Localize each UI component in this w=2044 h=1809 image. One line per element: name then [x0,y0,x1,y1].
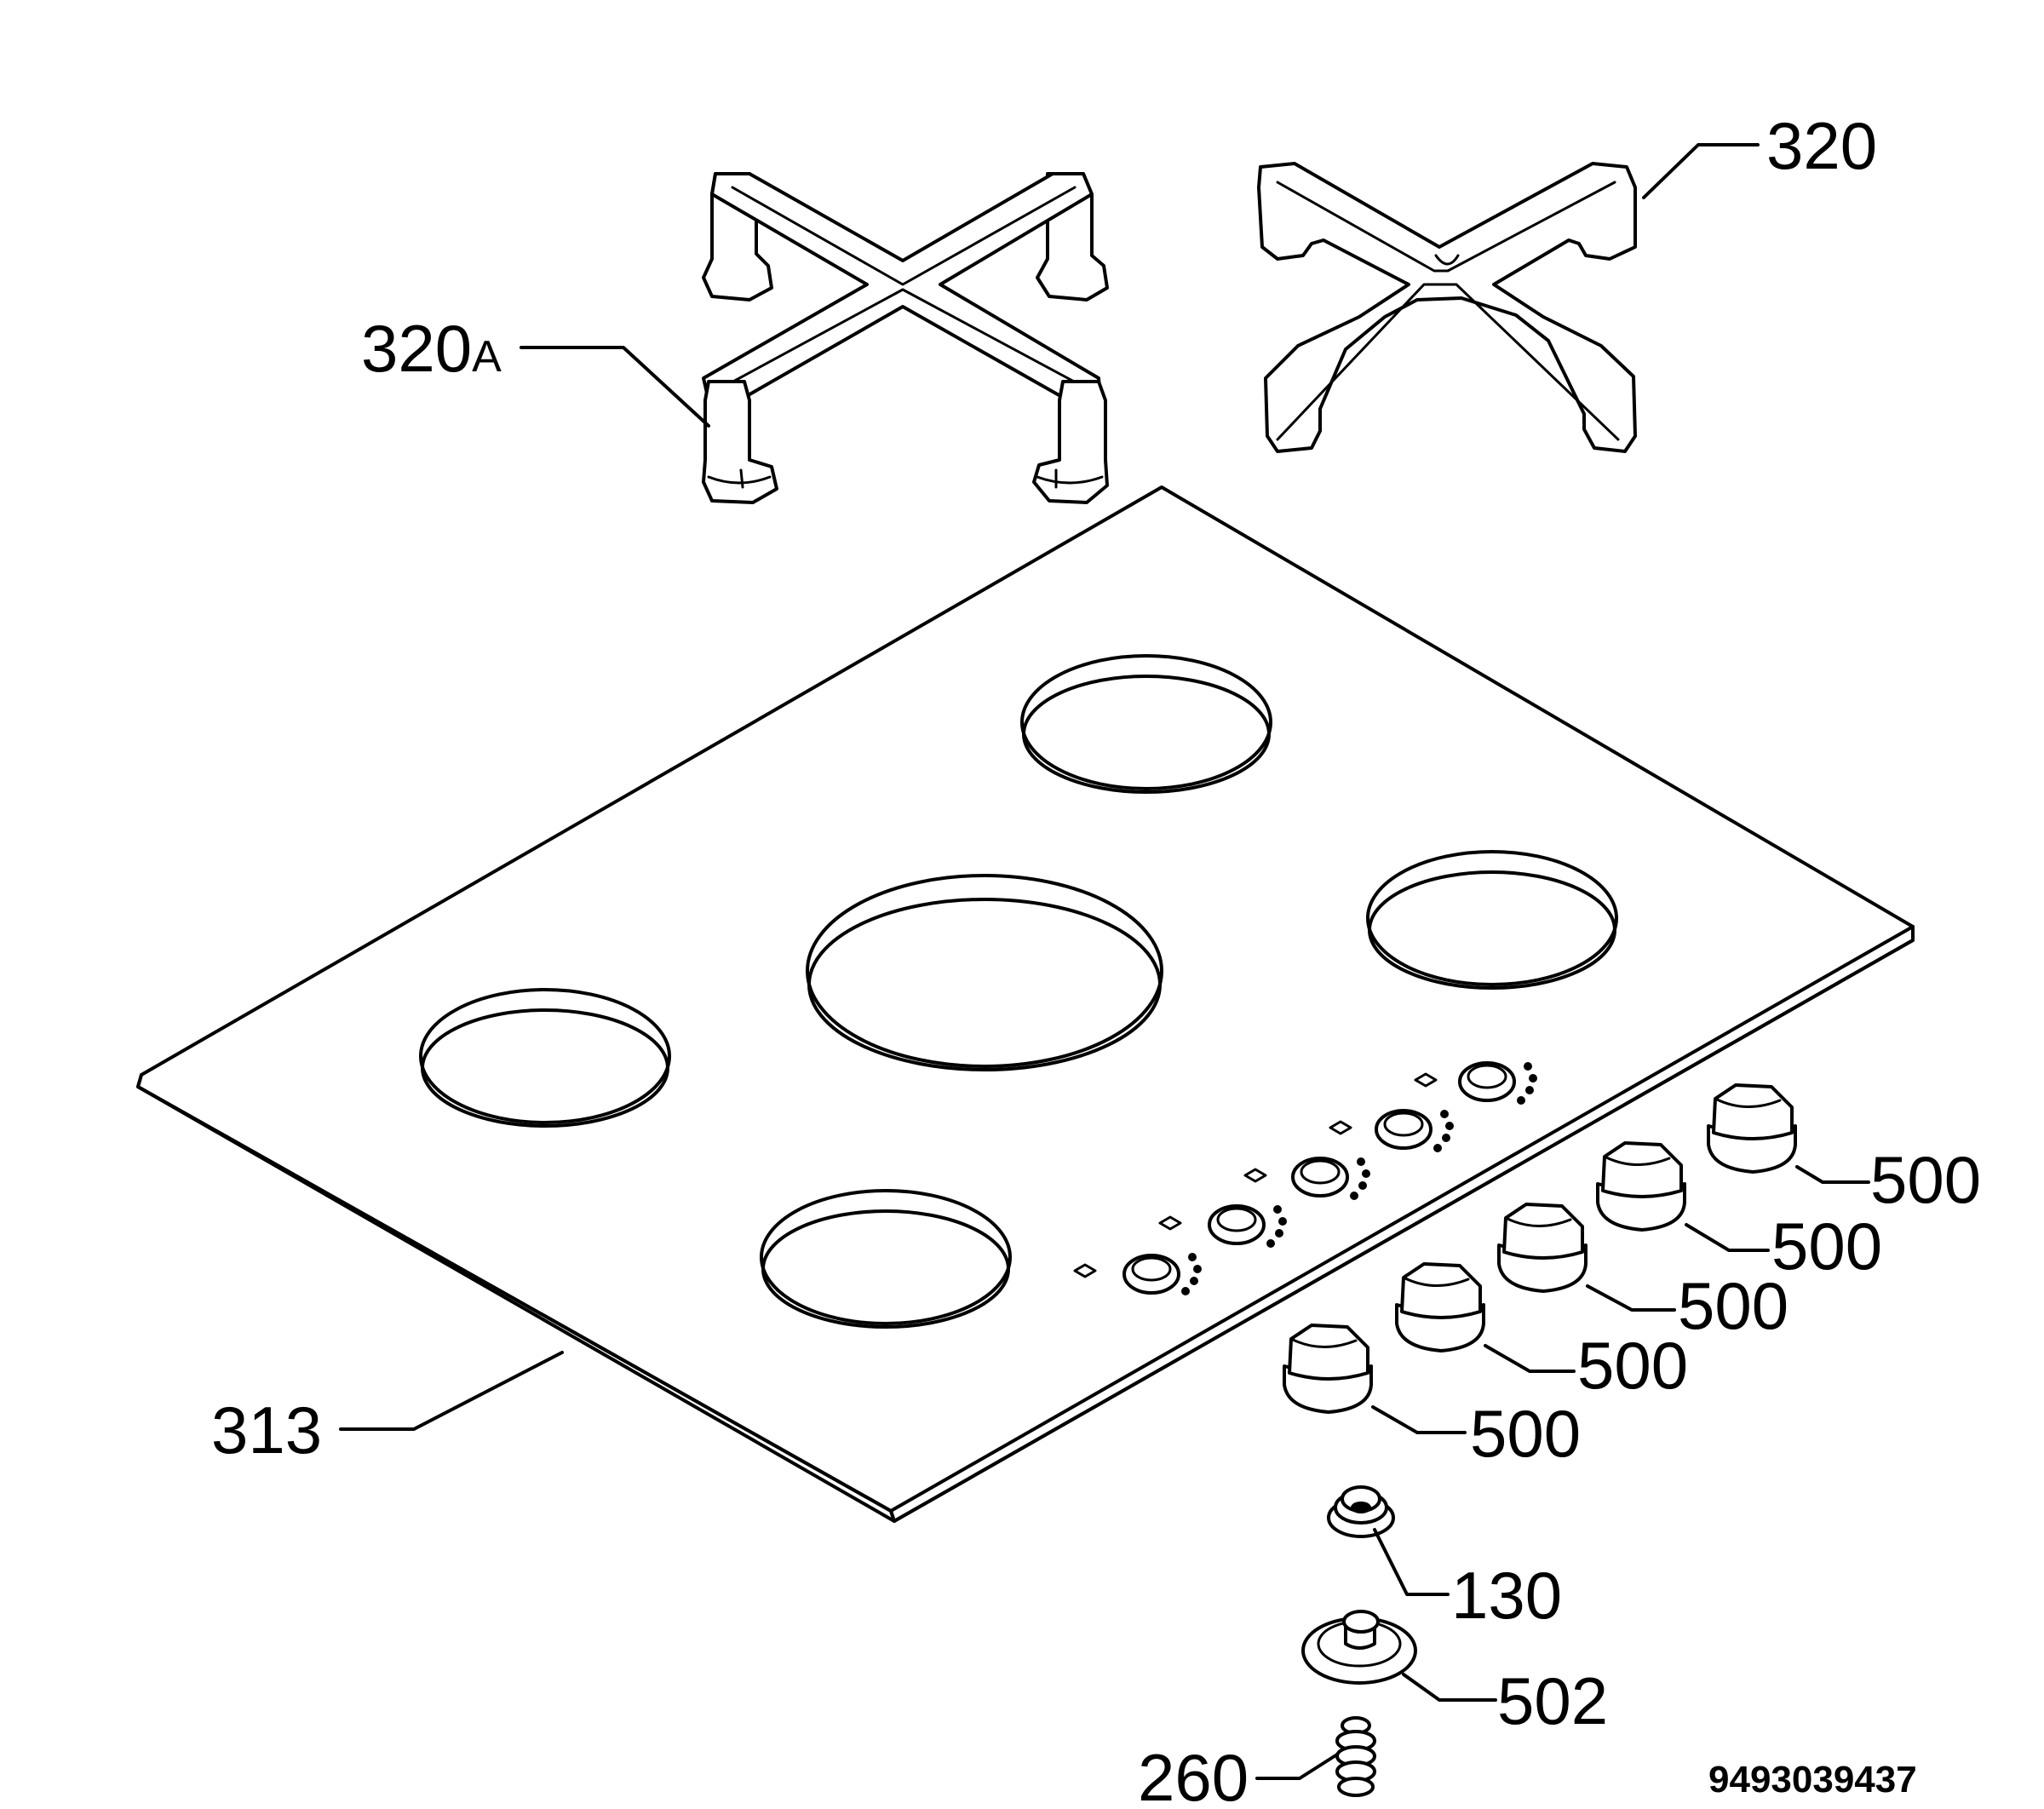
label-320a-suffix: A [472,332,502,382]
burner-hole-top [1020,654,1272,794]
pan-support-320: 320 [1257,108,1877,453]
control-knob-500-5: 500 [1707,1083,1981,1217]
label-knob-500-2: 500 [1577,1328,1688,1403]
label-knob-500-1: 500 [1470,1396,1581,1471]
label-502: 502 [1497,1663,1608,1738]
control-seat-1 [1073,1253,1202,1295]
control-knob-500-3: 500 [1497,1203,1788,1343]
svg-text:320A: 320A [361,311,502,386]
burner-hole-right [1366,850,1618,990]
burner-hole-centre [806,874,1163,1071]
label-knob-500-5: 500 [1870,1142,1981,1217]
label-320a-number: 320 [361,311,472,386]
control-seat-3 [1243,1157,1370,1200]
control-seat-2 [1158,1204,1287,1248]
knob-spring-130: 130 [1327,1485,1562,1633]
label-130: 130 [1451,1558,1562,1633]
label-320: 320 [1766,108,1877,183]
label-knob-500-4: 500 [1771,1209,1882,1284]
pan-support-320a: 320A [361,172,1109,504]
label-313: 313 [211,1393,322,1467]
hob-top-plate-313: 313 [136,485,1915,1523]
control-seat-5 [1414,1061,1537,1105]
knob-bezel-502: 502 [1301,1610,1608,1738]
burner-hole-front [760,1189,1012,1329]
drawing-code: 9493039437 [1708,1759,1917,1800]
control-knob-500-4: 500 [1596,1141,1882,1284]
label-knob-500-3: 500 [1678,1268,1788,1343]
label-260: 260 [1138,1740,1249,1809]
burner-hole-left [419,988,671,1128]
control-knob-500-1: 500 [1283,1324,1581,1471]
control-knob-500-2: 500 [1395,1262,1688,1403]
control-seat-4 [1329,1109,1454,1152]
spring-260: 260 [1138,1716,1376,1809]
